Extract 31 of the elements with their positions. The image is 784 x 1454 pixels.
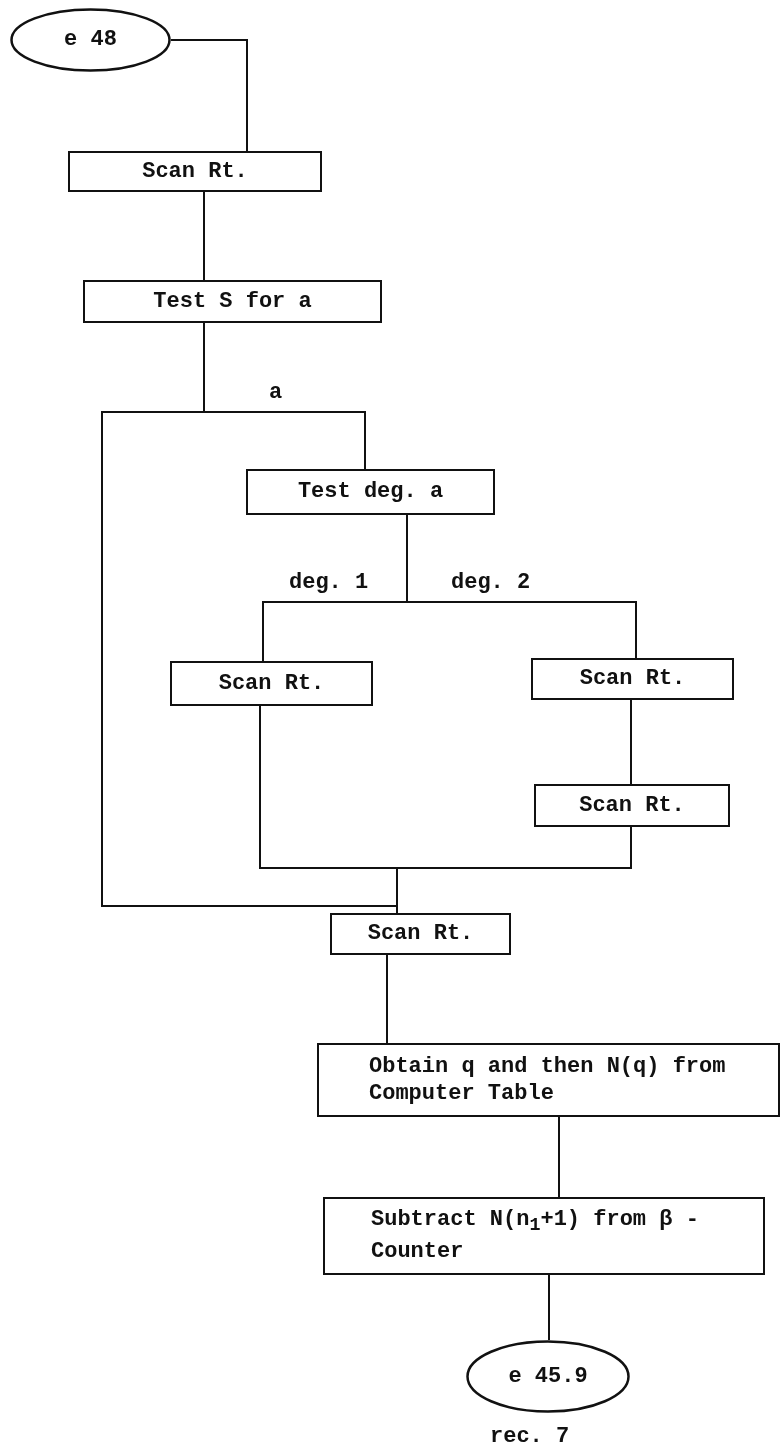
step-text: Scan Rt. [367, 920, 474, 948]
step-text: Test deg. a [297, 478, 444, 506]
connector-line [630, 699, 632, 785]
connector-line [170, 39, 248, 152]
process-box [330, 913, 511, 955]
step-text: Scan Rt. [218, 669, 325, 698]
step-text: Scan Rt. [142, 157, 248, 186]
connector-line [558, 1116, 560, 1198]
step-text: Scan Rt. [579, 791, 685, 820]
step-text: Obtain q and then N(q) from Computer Table [369, 1052, 727, 1108]
process-box [83, 280, 382, 323]
process-box [534, 784, 730, 827]
connector-line [548, 1274, 550, 1341]
process-box [323, 1197, 765, 1275]
process-box [317, 1043, 780, 1117]
terminal-oval [10, 8, 171, 72]
terminal-oval [466, 1340, 630, 1413]
process-box [246, 469, 495, 515]
connector-line [203, 191, 205, 281]
process-box [170, 661, 373, 706]
connector-line [386, 954, 388, 1044]
process-box [531, 658, 734, 700]
connector-line [396, 826, 632, 914]
step-text: Subtract N(n$_{1}$+1) from β -Counter [371, 1206, 700, 1266]
connector-line [406, 514, 637, 659]
step-text: e 45.9 [508, 1362, 588, 1391]
process-box [68, 151, 322, 192]
step-text: Test S for a [153, 287, 312, 316]
node-caption: rec. 7 [490, 1424, 570, 1449]
step-text: Scan Rt. [579, 665, 686, 693]
step-text: e 48 [64, 26, 117, 54]
